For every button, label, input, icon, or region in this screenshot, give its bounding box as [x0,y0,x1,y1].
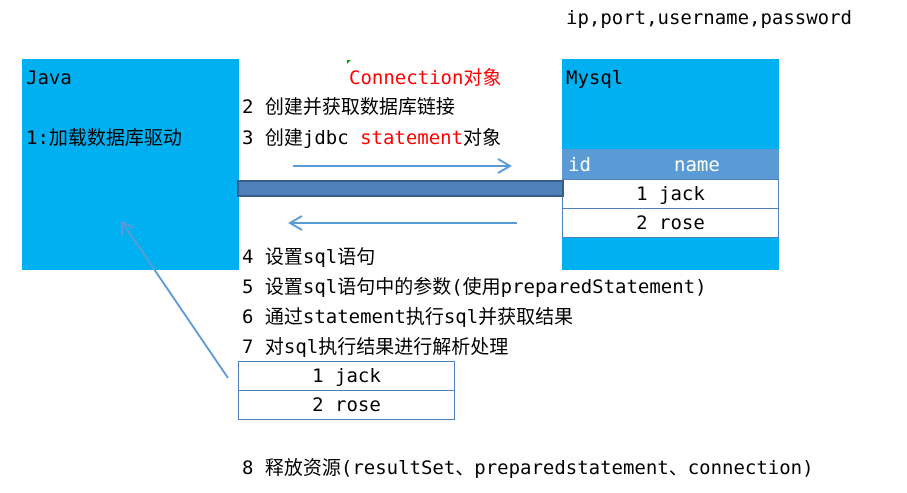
step-6: 6 通过statement执行sql并获取结果 [242,306,574,328]
table-row: 2 rose [562,208,779,238]
step-3-statement-keyword: statement [360,127,464,149]
step-2-create-connection: 2 创建并获取数据库链接 [242,96,455,118]
step-3-create-statement: 3 创建jdbc statement对象 [242,127,501,149]
step-4: 4 设置sql语句 [242,246,376,268]
step-5: 5 设置sql语句中的参数(使用preparedStatement) [242,276,707,298]
mysql-table: 1 jack 2 rose [562,179,779,238]
table-row: 2 rose [238,390,455,420]
mysql-title: Mysql [566,67,624,89]
java-title: Java [26,67,72,89]
mysql-header-name: name [674,154,720,176]
connection-pipe [237,180,564,197]
arrow-left-head [288,215,303,231]
step-3-prefix: 3 创建jdbc [242,127,361,149]
step-3-suffix: 对象 [463,127,502,149]
green-marker [347,60,351,64]
connection-params-note: ip,port,username,password [566,7,852,29]
arrow-result-to-java [121,221,229,379]
step-1-load-driver: 1:加载数据库驱动 [26,127,182,149]
result-row-cell: 1 jack [238,361,455,391]
mysql-row-cell: 2 rose [562,208,779,238]
mysql-table-header: id name [562,149,779,179]
table-row: 1 jack [238,361,455,391]
mysql-header-id: id [568,154,591,176]
step-8-release-resources: 8 释放资源(resultSet、preparedstatement、conne… [242,457,814,479]
result-table: 1 jack 2 rose [238,361,455,420]
arrow-result-to-java-head [121,220,135,236]
result-row-cell: 2 rose [238,390,455,420]
mysql-box: Mysql id name 1 jack 2 rose [562,59,779,270]
arrow-right-head [497,158,512,174]
connection-object-label: Connection对象 [349,67,502,89]
step-7: 7 对sql执行结果进行解析处理 [242,336,509,358]
